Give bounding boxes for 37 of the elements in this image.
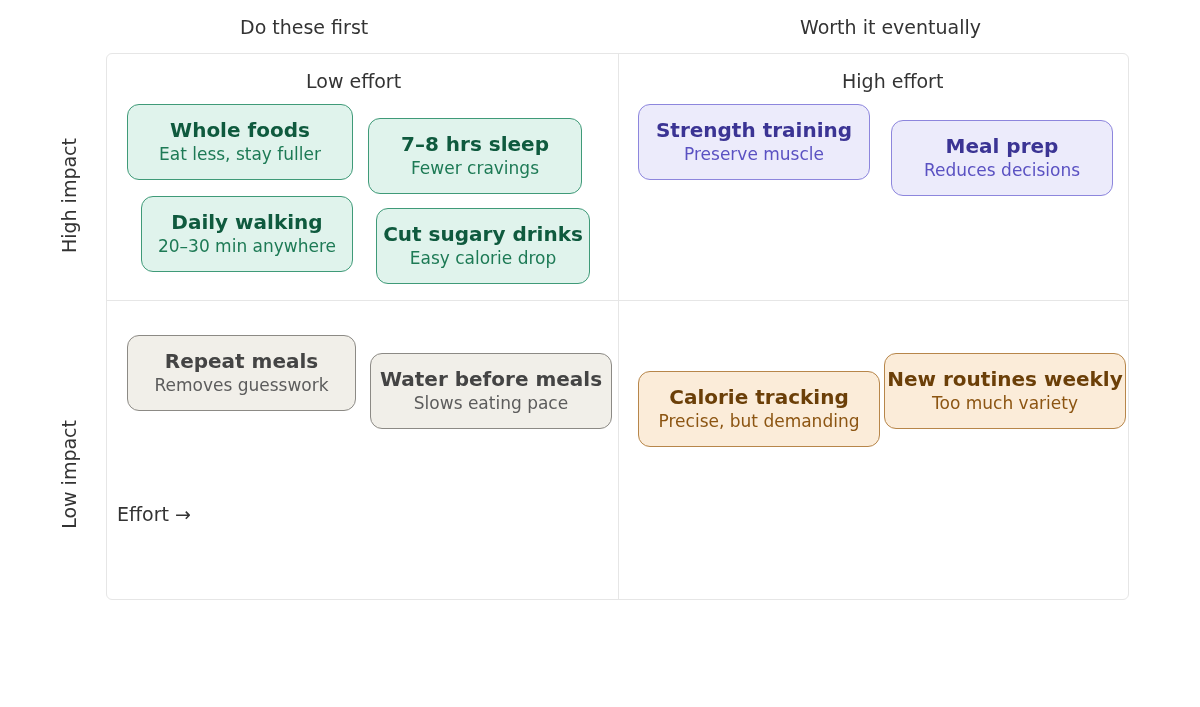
- card-subtitle: Eat less, stay fuller: [159, 143, 321, 166]
- card-title: Daily walking: [171, 210, 323, 236]
- axis-label: Low effort: [306, 70, 402, 92]
- axis-label: Effort →: [117, 503, 191, 525]
- card-title: Repeat meals: [164, 349, 319, 375]
- item-card: [127, 335, 356, 411]
- row-heading: High impact: [58, 138, 80, 254]
- card-subtitle: Slows eating pace: [413, 392, 569, 415]
- card-subtitle: Easy calorie drop: [409, 247, 557, 270]
- column-heading: Worth it eventually: [800, 16, 981, 38]
- item-card: [884, 353, 1126, 429]
- item-card: [370, 353, 612, 429]
- row-heading: Low impact: [58, 420, 80, 529]
- card-title: Water before meals: [379, 367, 603, 393]
- card-title: Cut sugary drinks: [383, 222, 583, 248]
- card-subtitle: Preserve muscle: [684, 143, 824, 166]
- card-title: Meal prep: [945, 134, 1059, 160]
- card-subtitle: Precise, but demanding: [658, 410, 860, 433]
- item-card: [376, 208, 590, 284]
- card-subtitle: Fewer cravings: [411, 157, 539, 180]
- card-subtitle: Too much variety: [932, 392, 1078, 415]
- item-card: [368, 118, 582, 194]
- card-title: 7–8 hrs sleep: [401, 132, 549, 158]
- item-card: [891, 120, 1113, 196]
- column-heading: Do these first: [240, 16, 369, 38]
- axis-label: High effort: [842, 70, 944, 92]
- card-title: New routines weekly: [887, 367, 1123, 393]
- card-title: Strength training: [655, 118, 853, 144]
- item-card: [141, 196, 353, 272]
- item-card: [638, 371, 880, 447]
- item-card: [127, 104, 353, 180]
- card-title: Whole foods: [170, 118, 310, 144]
- card-subtitle: 20–30 min anywhere: [157, 235, 337, 258]
- card-subtitle: Reduces decisions: [923, 159, 1081, 182]
- card-title: Calorie tracking: [669, 385, 849, 411]
- item-card: [638, 104, 870, 180]
- card-subtitle: Removes guesswork: [154, 374, 329, 397]
